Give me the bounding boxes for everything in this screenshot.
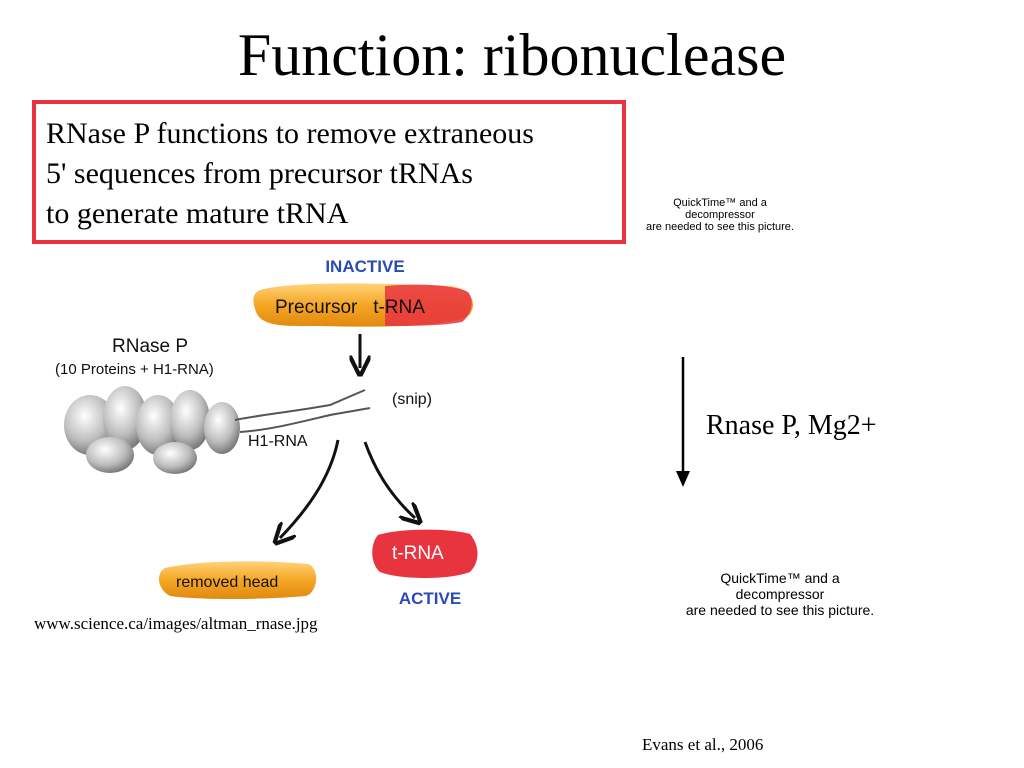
slide-title: Function: ribonuclease [237, 22, 787, 88]
rnase-p-diagram: INACTIVE Precursor t-RNA RNase P (10 Pro… [55, 257, 478, 608]
quicktime-line-3: are needed to see this picture. [685, 602, 875, 618]
quicktime-placeholder-top: QuickTime™ and a decompressor are needed… [620, 197, 820, 233]
precursor-label: Precursor t-RNA [275, 297, 425, 318]
arrow-to-trna [363, 441, 415, 518]
trna-label: t-RNA [392, 543, 444, 564]
definition-callout-box: RNase P functions to remove extraneous 5… [32, 100, 626, 244]
citation: Evans et al., 2006 [642, 735, 764, 754]
quicktime-line-1: QuickTime™ and a [673, 197, 767, 209]
arrow-to-removed-head [280, 439, 340, 538]
precursor-trna-blob [253, 283, 474, 327]
inactive-label: INACTIVE [325, 257, 404, 276]
definition-line-3: to generate mature tRNA [46, 197, 349, 230]
definition-text: RNase P functions to remove extraneous 5… [36, 104, 622, 234]
rnase-p-label: RNase P [112, 336, 188, 357]
quicktime-line-2: decompressor [685, 209, 755, 221]
snip-label: (snip) [392, 391, 432, 408]
active-label: ACTIVE [399, 589, 461, 608]
source-url: www.science.ca/images/altman_rnase.jpg [34, 614, 318, 633]
down-arrow [676, 357, 690, 487]
quicktime-placeholder-bottom: QuickTime™ and a decompressor are needed… [640, 570, 920, 618]
quicktime-line-2: decompressor [735, 586, 825, 602]
definition-line-2: 5' sequences from precursor tRNAs [46, 157, 473, 190]
rnase-p-subtitle: (10 Proteins + H1-RNA) [55, 361, 214, 378]
quicktime-line-1: QuickTime™ and a [720, 570, 840, 586]
enzyme-label: Rnase P, Mg2+ [706, 410, 877, 441]
removed-head-blob [158, 561, 317, 599]
trna-blob [372, 529, 478, 578]
h1-rna-label: H1-RNA [248, 433, 308, 450]
quicktime-line-3: are needed to see this picture. [646, 221, 794, 233]
removed-head-label: removed head [176, 574, 278, 591]
definition-line-1: RNase P functions to remove extraneous [46, 117, 534, 150]
rnase-p-protein-illustration [64, 386, 371, 474]
